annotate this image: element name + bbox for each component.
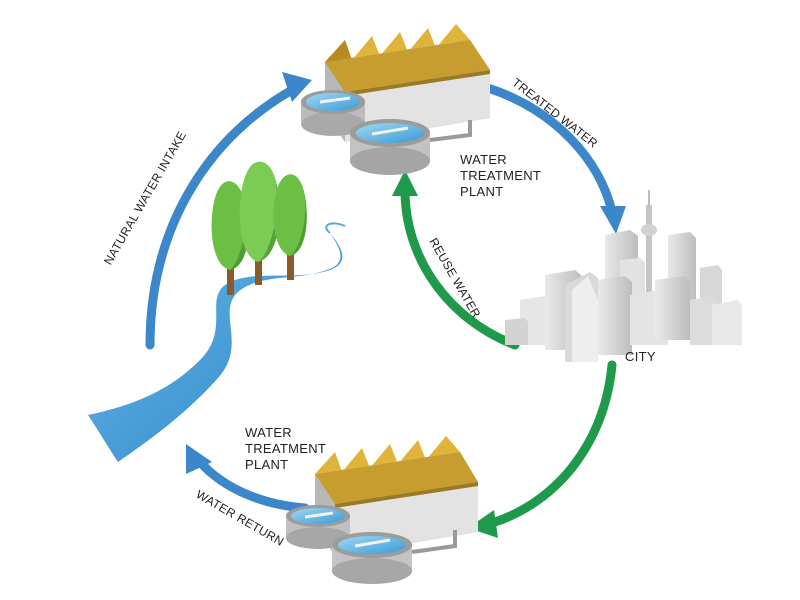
top-plant-label-line-3: PLANT <box>460 184 504 199</box>
bottom-plant-label-line-2: TREATMENT <box>245 441 327 456</box>
river-icon <box>88 222 346 462</box>
city-to-bottom-plant-arrow <box>468 360 617 538</box>
top-plant-label: WATER TREATMENT PLANT <box>460 152 541 200</box>
city-label: CITY <box>625 349 656 364</box>
reuse-water-arrow <box>392 170 520 350</box>
water-treatment-plant-icon-bottom <box>286 436 478 584</box>
top-plant-label-line-2: TREATMENT <box>460 168 542 183</box>
city-skyline-icon <box>505 190 742 362</box>
water-return-arrow <box>186 444 310 513</box>
bottom-plant-label-line-1: WATER <box>245 425 292 440</box>
top-plant-label-line-1: WATER <box>460 152 507 167</box>
natural-water-intake-arrow <box>145 72 312 350</box>
water-treatment-plant-icon <box>301 24 490 175</box>
treated-water-arrow <box>483 83 626 234</box>
bottom-plant-label: WATER TREATMENT PLANT <box>245 425 326 473</box>
bottom-plant-label-line-3: PLANT <box>245 457 289 472</box>
trees-icon <box>211 161 307 295</box>
